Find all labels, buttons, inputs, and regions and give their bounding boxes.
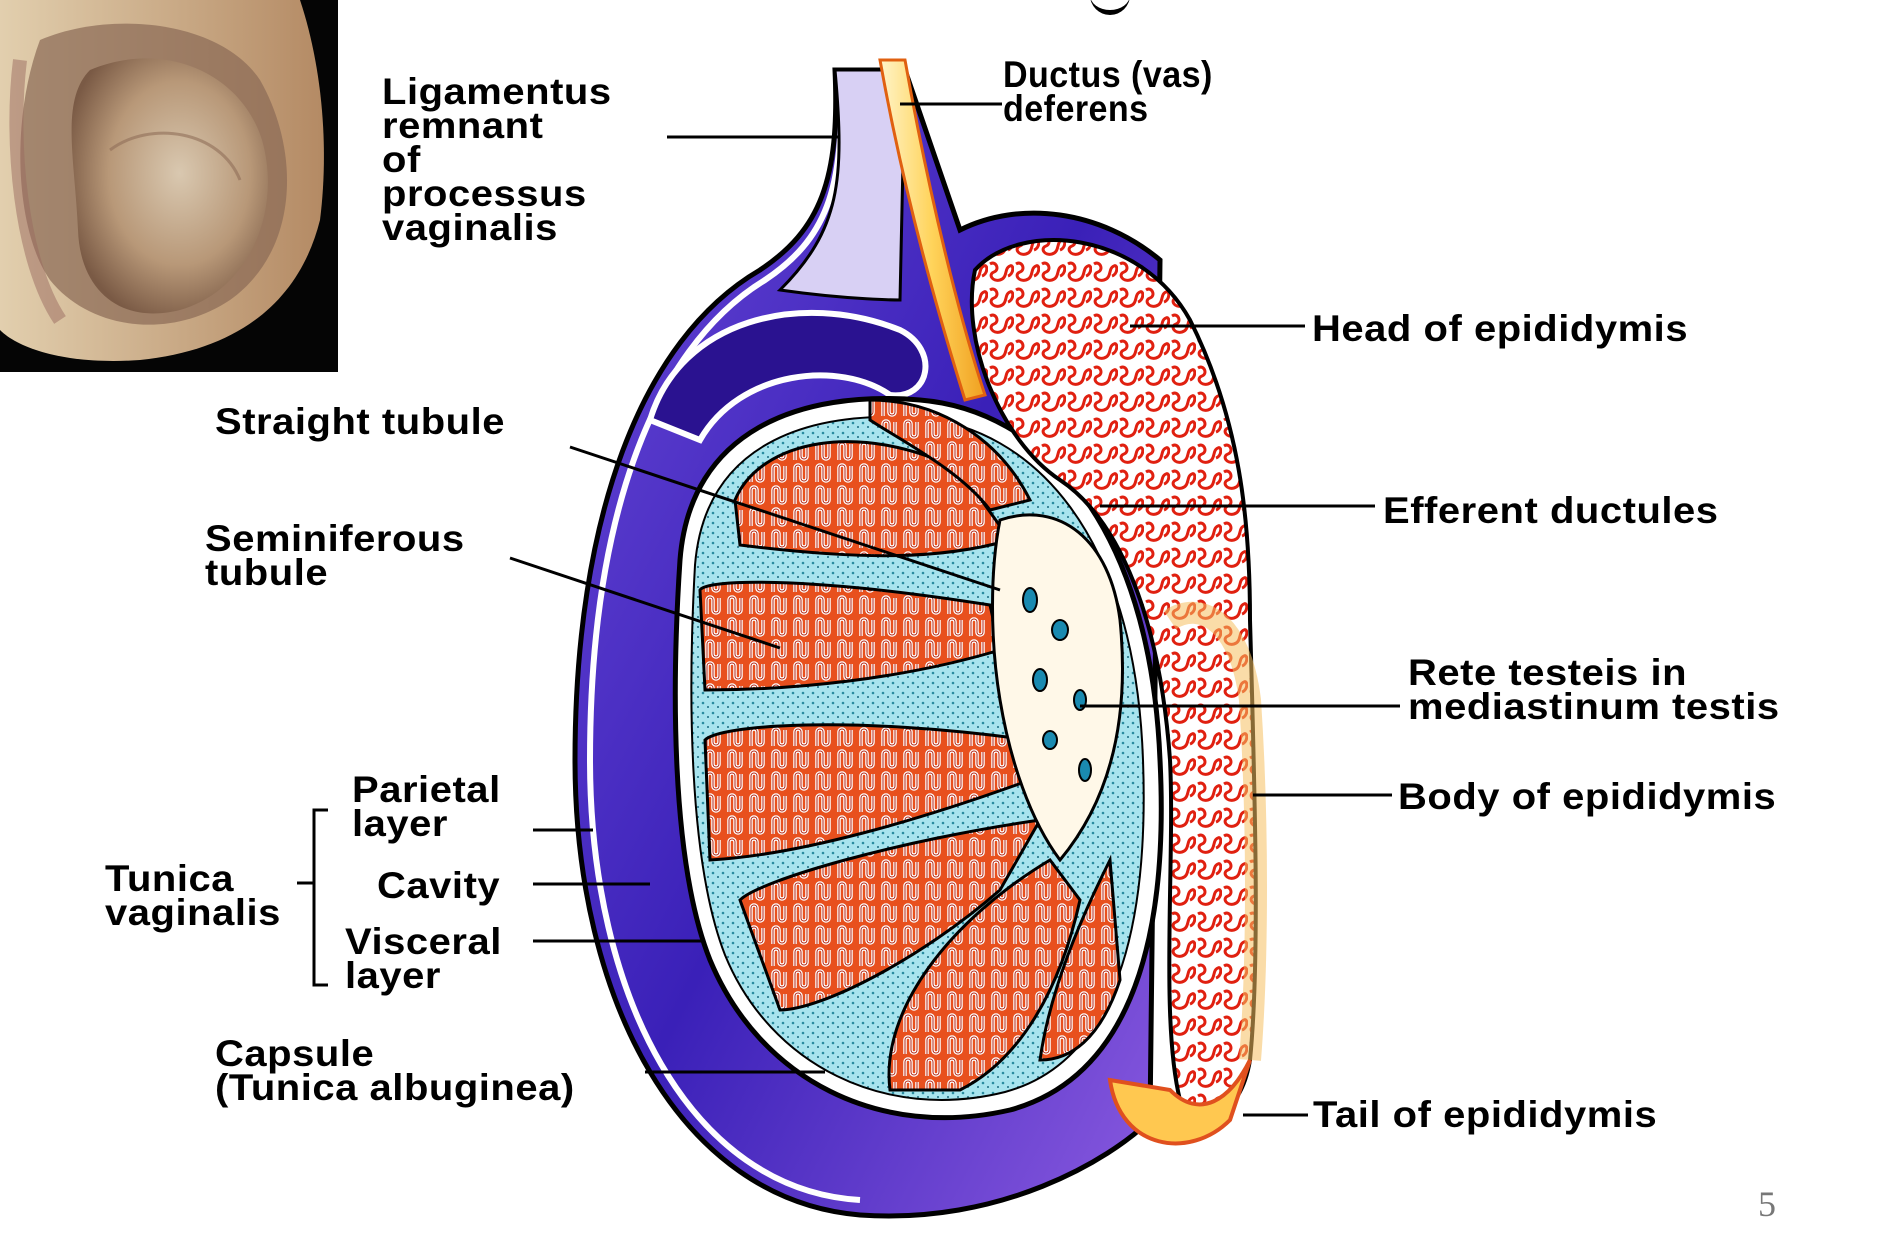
label-body-of-epididymis: Body of epididymis: [1398, 776, 1777, 817]
epididymis: [969, 238, 1267, 1146]
cavity-upper: [646, 309, 929, 444]
title-fragment: [1090, 0, 1130, 15]
specimen-photo-art: [0, 0, 338, 372]
specimen-photo: [0, 0, 338, 372]
rete-testis: [991, 513, 1124, 863]
label-seminiferous-tubule: Seminiferous tubule: [205, 518, 465, 593]
label-head-of-epididymis: Head of epididymis: [1312, 308, 1689, 349]
tunica-bracket: [312, 808, 328, 987]
label-visceral-layer: Visceral layer: [345, 921, 502, 996]
label-straight-tubule: Straight tubule: [215, 401, 506, 442]
label-rete-testis: Rete testeis in mediastinum testis: [1408, 652, 1780, 727]
label-cavity: Cavity: [377, 865, 501, 906]
label-parietal-layer: Parietal layer: [352, 769, 501, 844]
seminiferous-lobules: [698, 398, 1122, 1092]
leader-straight: [569, 445, 1001, 592]
label-ductus-deferens: Ductus (vas) deferens: [1003, 54, 1213, 129]
label-tail-of-epididymis: Tail of epididymis: [1313, 1094, 1658, 1135]
leader-seminiferous: [509, 556, 781, 650]
label-efferent-ductules: Efferent ductules: [1383, 490, 1719, 531]
label-tunica-vaginalis: Tunica vaginalis: [105, 858, 281, 933]
page-number: 5: [1758, 1184, 1776, 1224]
ductus-deferens-shape: [878, 58, 987, 402]
label-capsule: Capsule (Tunica albuginea): [215, 1033, 575, 1108]
label-ligamentus: Ligamentus remnant of processus vaginali…: [382, 71, 612, 248]
leader-lines: [297, 102, 1400, 1117]
